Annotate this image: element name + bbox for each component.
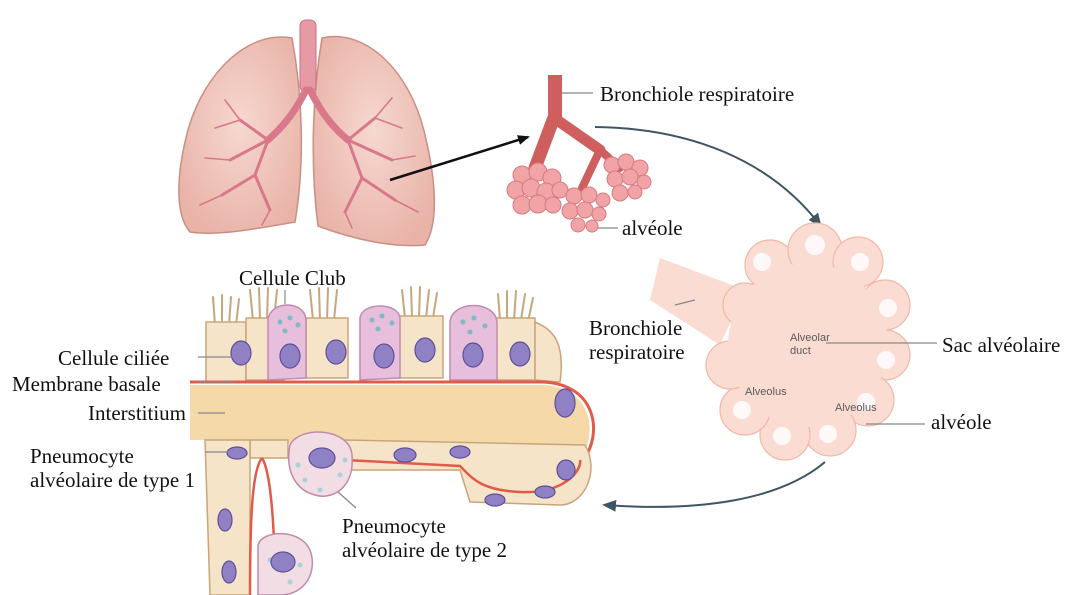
- trachea: [300, 20, 316, 92]
- label-interstitium: Interstitium: [88, 401, 186, 425]
- label-pneumocyte-type-2: Pneumocyte alvéolaire de type 2: [342, 514, 507, 562]
- left-lung: [179, 37, 302, 233]
- label-cellule-ciliee: Cellule ciliée: [58, 346, 169, 370]
- inner-label-alveolus-left: Alveolus: [745, 386, 787, 399]
- label-bronchiole-respiratoire-mid: Bronchiole respiratoire: [589, 316, 685, 364]
- curved-arrow-bottom: [605, 462, 825, 507]
- label-cellule-club: Cellule Club: [239, 266, 346, 290]
- label-sac-alveolaire: Sac alvéolaire: [942, 333, 1060, 357]
- lungs-illustration: [179, 20, 435, 246]
- right-lung: [313, 37, 434, 246]
- label-alveole-right: alvéole: [931, 410, 992, 434]
- label-pneumocyte-type-1: Pneumocyte alvéolaire de type 1: [30, 444, 195, 492]
- inner-label-alveolar-duct: Alveolar duct: [790, 332, 830, 358]
- label-bronchiole-respiratoire-top: Bronchiole respiratoire: [600, 82, 794, 106]
- label-membrane-basale: Membrane basale: [12, 372, 161, 396]
- label-alveole-top: alvéole: [622, 216, 683, 240]
- inner-label-alveolus-right: Alveolus: [835, 402, 877, 415]
